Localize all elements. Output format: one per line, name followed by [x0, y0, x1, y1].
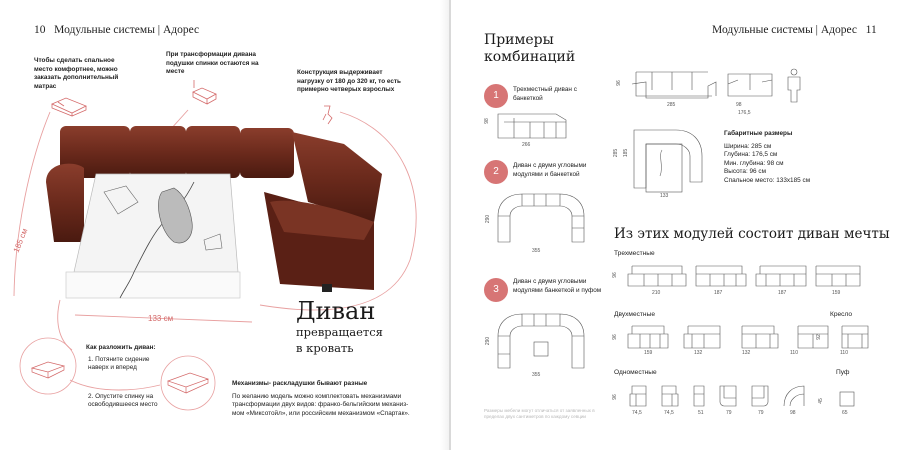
unfold-step2-illustration: [160, 355, 216, 411]
single-seat-width-2: 74,5: [664, 410, 674, 416]
person-sketch-icon: [322, 105, 333, 125]
front-view-diagram: [631, 68, 801, 103]
combination-number-2: 2: [484, 160, 508, 184]
headline: Диван превращается в кровать: [296, 298, 383, 356]
headline-line-3: в кровать: [296, 341, 354, 355]
combination-label-2: Диван с двумя угловыми модулями и банкет…: [513, 162, 587, 178]
examples-title: Примеры комбинаций: [484, 32, 575, 66]
examples-title-line-2: комбинаций: [484, 49, 576, 65]
front-view-height: 96: [615, 80, 622, 86]
left-page-header: 10 Модульные системы | Адорес: [34, 24, 199, 36]
single-seat-modules-diagram: [629, 385, 855, 407]
combination-2-width: 355: [532, 248, 541, 254]
combination-label-1: Трехместный диван с банкеткой: [513, 86, 577, 102]
two-seat-width-1: 159: [644, 350, 653, 356]
single-seat-height: 96: [611, 394, 618, 400]
cushion-sketch-icon: [192, 80, 217, 105]
modules-title: Из этих модулей состоит диван мечты: [614, 226, 890, 242]
section-title: Модульные системы | Адорес: [54, 24, 200, 36]
pouf-width: 65: [842, 410, 848, 416]
mechanisms-title: Механизмы- раскладушки бывают разные: [232, 380, 368, 387]
unfold-step1-illustration: [19, 337, 77, 395]
three-seat-width-1: 210: [652, 290, 661, 296]
leather-corner-sofa-image: [46, 126, 382, 299]
side-view-width: 98: [736, 102, 742, 108]
single-seat-width-1: 74,5: [632, 410, 642, 416]
section-title: Модульные системы | Адорес: [712, 24, 857, 36]
three-seat-modules-diagram: [627, 265, 861, 287]
two-seat-label: Двухместные: [614, 311, 655, 318]
mattress-sketch-icon: [51, 97, 87, 117]
combination-1-diagram: [497, 113, 567, 139]
note-cushions: При трансформации дивана подушки спинки …: [166, 51, 259, 76]
two-seat-width-2: 132: [694, 350, 703, 356]
armchair-width: 110: [840, 350, 848, 356]
single-seat-width-4: 79: [726, 410, 732, 416]
combination-3-height: 290: [485, 336, 492, 346]
top-view-bed-length: 185: [623, 148, 630, 158]
gutter-shadow: [440, 0, 450, 450]
overall-min-depth: Мин. глубина: 98 см: [724, 159, 784, 167]
combination-2-height: 290: [485, 214, 492, 224]
combination-2-diagram: [497, 193, 585, 243]
combination-1-width: 266: [522, 142, 531, 148]
combination-label-3: Диван с двумя угловыми модулями банкетко…: [513, 278, 602, 294]
page-gutter: [449, 0, 451, 450]
single-seat-width-3: 51: [698, 410, 704, 416]
overall-depth: Глубина: 176,5 см: [724, 151, 778, 159]
note-mattress: Чтобы сделать спальное место комфортнее,…: [34, 57, 119, 90]
front-view-width: 285: [667, 102, 676, 108]
single-seat-label: Одноместные: [614, 369, 657, 376]
overall-height: Высота: 96 см: [724, 168, 766, 176]
combination-3-diagram: [497, 313, 585, 369]
overall-dimensions: Габаритные размеры Ширина: 285 см Глубин…: [724, 130, 854, 186]
three-seat-height: 96: [611, 272, 618, 278]
three-seat-label: Трехместные: [614, 250, 655, 257]
combination-number-3: 3: [484, 278, 508, 302]
single-seat-width-5: 79: [758, 410, 764, 416]
mechanisms-text: По желанию модель можно комплектовать ме…: [232, 392, 410, 417]
combination-1-height: 98: [483, 118, 490, 124]
headline-line-1: Диван: [296, 297, 376, 325]
note-load: Конструкция выдерживает нагрузку от 180 …: [297, 69, 401, 94]
mechanisms-block: Механизмы- раскладушки бывают разные По …: [232, 380, 418, 418]
page-number: 11: [865, 24, 877, 36]
page-number: 10: [34, 24, 46, 36]
top-view-diagram: [633, 129, 703, 193]
three-seat-width-3: 187: [778, 290, 787, 296]
overall-width: Ширина: 285 см: [724, 142, 772, 150]
side-view-depth: 176,5: [738, 110, 751, 116]
unfold-title: Как разложить диван:: [86, 344, 156, 351]
headline-line-2: превращается: [296, 325, 383, 339]
examples-title-line-1: Примеры: [484, 32, 554, 48]
width-dimension-label: 133 см: [148, 314, 174, 323]
overall-sleeping-area: Спальное место: 133х185 см: [724, 176, 811, 184]
combination-3-width: 355: [532, 372, 541, 378]
two-seat-width-4: 110: [790, 350, 798, 356]
pouf-label: Пуф: [836, 369, 850, 376]
top-view-bed-width: 133: [660, 193, 669, 199]
right-page-header: Модульные системы | Адорес 11: [712, 24, 877, 36]
overall-dimensions-title: Габаритные размеры: [724, 130, 793, 137]
top-view-depth: 285: [613, 148, 620, 158]
three-seat-width-4: 159: [832, 290, 841, 296]
two-seat-height: 96: [611, 334, 618, 340]
three-seat-width-2: 187: [714, 290, 723, 296]
combination-number-1: 1: [484, 84, 508, 108]
single-seat-width-6: 98: [790, 410, 796, 416]
unfold-step-1: 1. Потяните сидение наверх и вперед: [88, 355, 150, 372]
unfold-instructions: Как разложить диван: 1. Потяните сидение…: [86, 344, 166, 410]
armchair-label: Кресло: [830, 311, 853, 318]
unfold-step-2: 2. Опустите спинку на освободившееся мес…: [88, 392, 158, 409]
dimensions-disclaimer: Размеры мебели могут отличаться от заявл…: [484, 408, 595, 419]
two-seat-width-3: 132: [742, 350, 751, 356]
two-seat-modules-diagram: [627, 325, 869, 349]
